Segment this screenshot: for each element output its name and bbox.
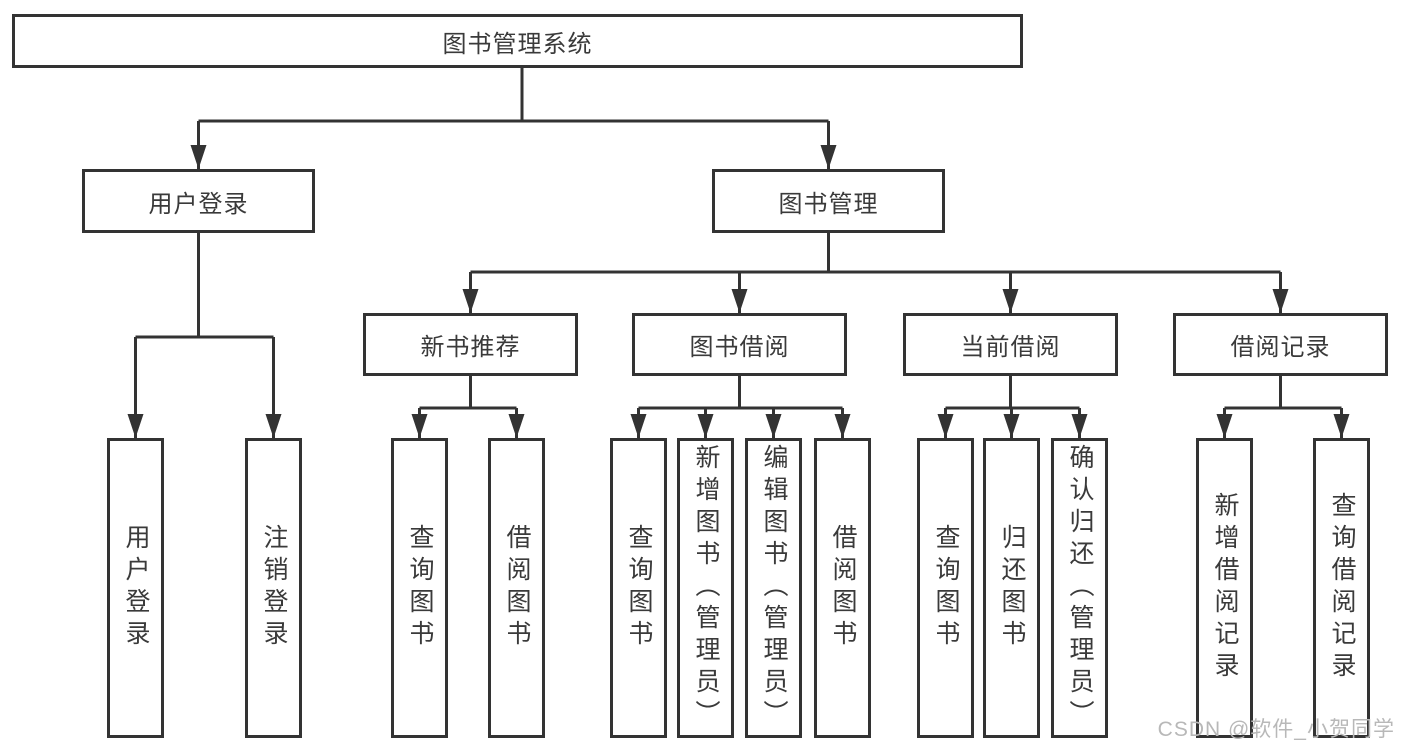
node-label: 注销登录 xyxy=(260,524,288,652)
node-borrowing-records: 借阅记录 xyxy=(1173,313,1388,376)
node-label: 借阅图书 xyxy=(829,524,857,652)
leaf-records-query-borrow-record: 查询借阅记录 xyxy=(1313,438,1370,738)
node-label: 借阅记录 xyxy=(1230,334,1331,361)
leaf-logout: 注销登录 xyxy=(245,438,302,738)
node-new-book-recommend: 新书推荐 xyxy=(363,313,578,376)
node-label: 查询图书 xyxy=(625,524,653,652)
node-label: 借阅图书 xyxy=(503,524,531,652)
leaf-current-confirm-return-admin: 确认归还（管理员） xyxy=(1051,438,1108,738)
node-label: 当前借阅 xyxy=(960,334,1061,361)
leaf-borrowing-borrow-books: 借阅图书 xyxy=(814,438,871,738)
leaf-borrowing-query-books: 查询图书 xyxy=(610,438,667,738)
node-label: 查询图书 xyxy=(932,524,960,652)
leaf-borrowing-edit-books-admin: 编辑图书（管理员） xyxy=(745,438,802,738)
leaf-newrec-borrow-books: 借阅图书 xyxy=(488,438,545,738)
node-label: 新增借阅记录 xyxy=(1211,492,1239,684)
node-library-management-system: 图书管理系统 xyxy=(12,14,1023,68)
node-label: 新书推荐 xyxy=(420,334,521,361)
leaf-borrowing-add-books-admin: 新增图书（管理员） xyxy=(677,438,734,738)
node-label: 图书借阅 xyxy=(689,334,790,361)
node-label: 归还图书 xyxy=(998,524,1026,652)
node-book-borrowing: 图书借阅 xyxy=(632,313,847,376)
leaf-user-login: 用户登录 xyxy=(107,438,164,738)
leaf-newrec-query-books: 查询图书 xyxy=(391,438,448,738)
node-label: 确认归还（管理员） xyxy=(1066,444,1094,732)
node-book-management: 图书管理 xyxy=(712,169,945,233)
node-label: 查询图书 xyxy=(406,524,434,652)
leaf-current-query-books: 查询图书 xyxy=(917,438,974,738)
node-label: 图书管理系统 xyxy=(442,30,593,58)
node-label: 用户登录 xyxy=(148,190,249,218)
node-label: 查询借阅记录 xyxy=(1328,492,1356,684)
leaf-records-add-borrow-record: 新增借阅记录 xyxy=(1196,438,1253,738)
csdn-watermark: CSDN @软件_小贺同学 xyxy=(1157,718,1395,741)
node-label: 图书管理 xyxy=(778,190,879,218)
node-label: 编辑图书（管理员） xyxy=(760,444,788,732)
node-current-borrowing: 当前借阅 xyxy=(903,313,1118,376)
node-label: 用户登录 xyxy=(122,524,150,652)
leaf-current-return-books: 归还图书 xyxy=(983,438,1040,738)
node-user-login: 用户登录 xyxy=(82,169,315,233)
node-label: 新增图书（管理员） xyxy=(692,444,720,732)
